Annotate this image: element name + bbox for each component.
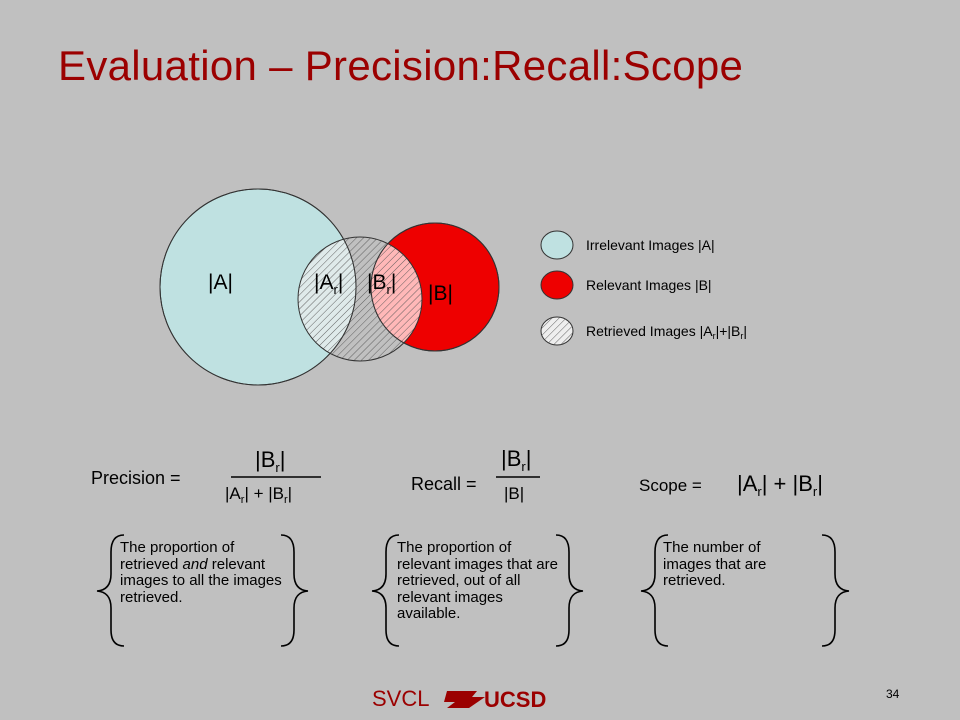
venn-label-ar: |Ar| [314, 271, 343, 297]
scope-description: The number of images that are retrieved. [663, 539, 767, 589]
recall-right-brace [555, 534, 584, 647]
footer-svcl: SVCL [372, 686, 430, 711]
precision-right-brace [280, 534, 309, 647]
scope-right-brace [821, 534, 850, 647]
precision-numerator: |Br| [255, 447, 285, 475]
legend-retrieved-label: Retrieved Images |Ar|+|Br| [586, 323, 747, 341]
legend-relevant-swatch [540, 270, 574, 300]
relevant-set-outline [370, 222, 500, 352]
page-number: 34 [886, 687, 900, 701]
scope-expression: |Ar| + |Br| [737, 471, 823, 499]
recall-description: The proportion of relevant images that a… [397, 539, 558, 622]
precision-label: Precision = [91, 468, 181, 488]
slide-title: Evaluation – Precision:Recall:Scope [58, 42, 744, 89]
legend-irrelevant-label: Irrelevant Images |A| [586, 237, 715, 253]
irrelevant-set-outline [159, 188, 357, 386]
legend-relevant-label: Relevant Images |B| [586, 277, 712, 293]
venn-label-b: |B| [428, 282, 453, 305]
venn-label-br: |Br| [367, 271, 396, 297]
recall-left-brace [371, 534, 400, 647]
recall-label: Recall = [411, 474, 477, 494]
trident-icon [444, 691, 485, 708]
retrieved-set-circle [297, 236, 423, 362]
recall-numerator: |Br| [501, 446, 531, 474]
legend-irrelevant-swatch [540, 230, 574, 260]
venn-label-a: |A| [208, 271, 233, 294]
ucsd-wordmark: UCSD [484, 687, 546, 712]
ucsd-logo: UCSD [444, 687, 546, 712]
legend-retrieved-hatch [541, 317, 573, 345]
recall-denominator: |B| [504, 484, 524, 503]
scope-left-brace [640, 534, 669, 647]
precision-description: The proportion of retrieved and relevant… [120, 539, 282, 606]
precision-denominator: |Ar| + |Br| [225, 484, 292, 506]
scope-label: Scope = [639, 476, 702, 495]
precision-left-brace [96, 534, 125, 647]
